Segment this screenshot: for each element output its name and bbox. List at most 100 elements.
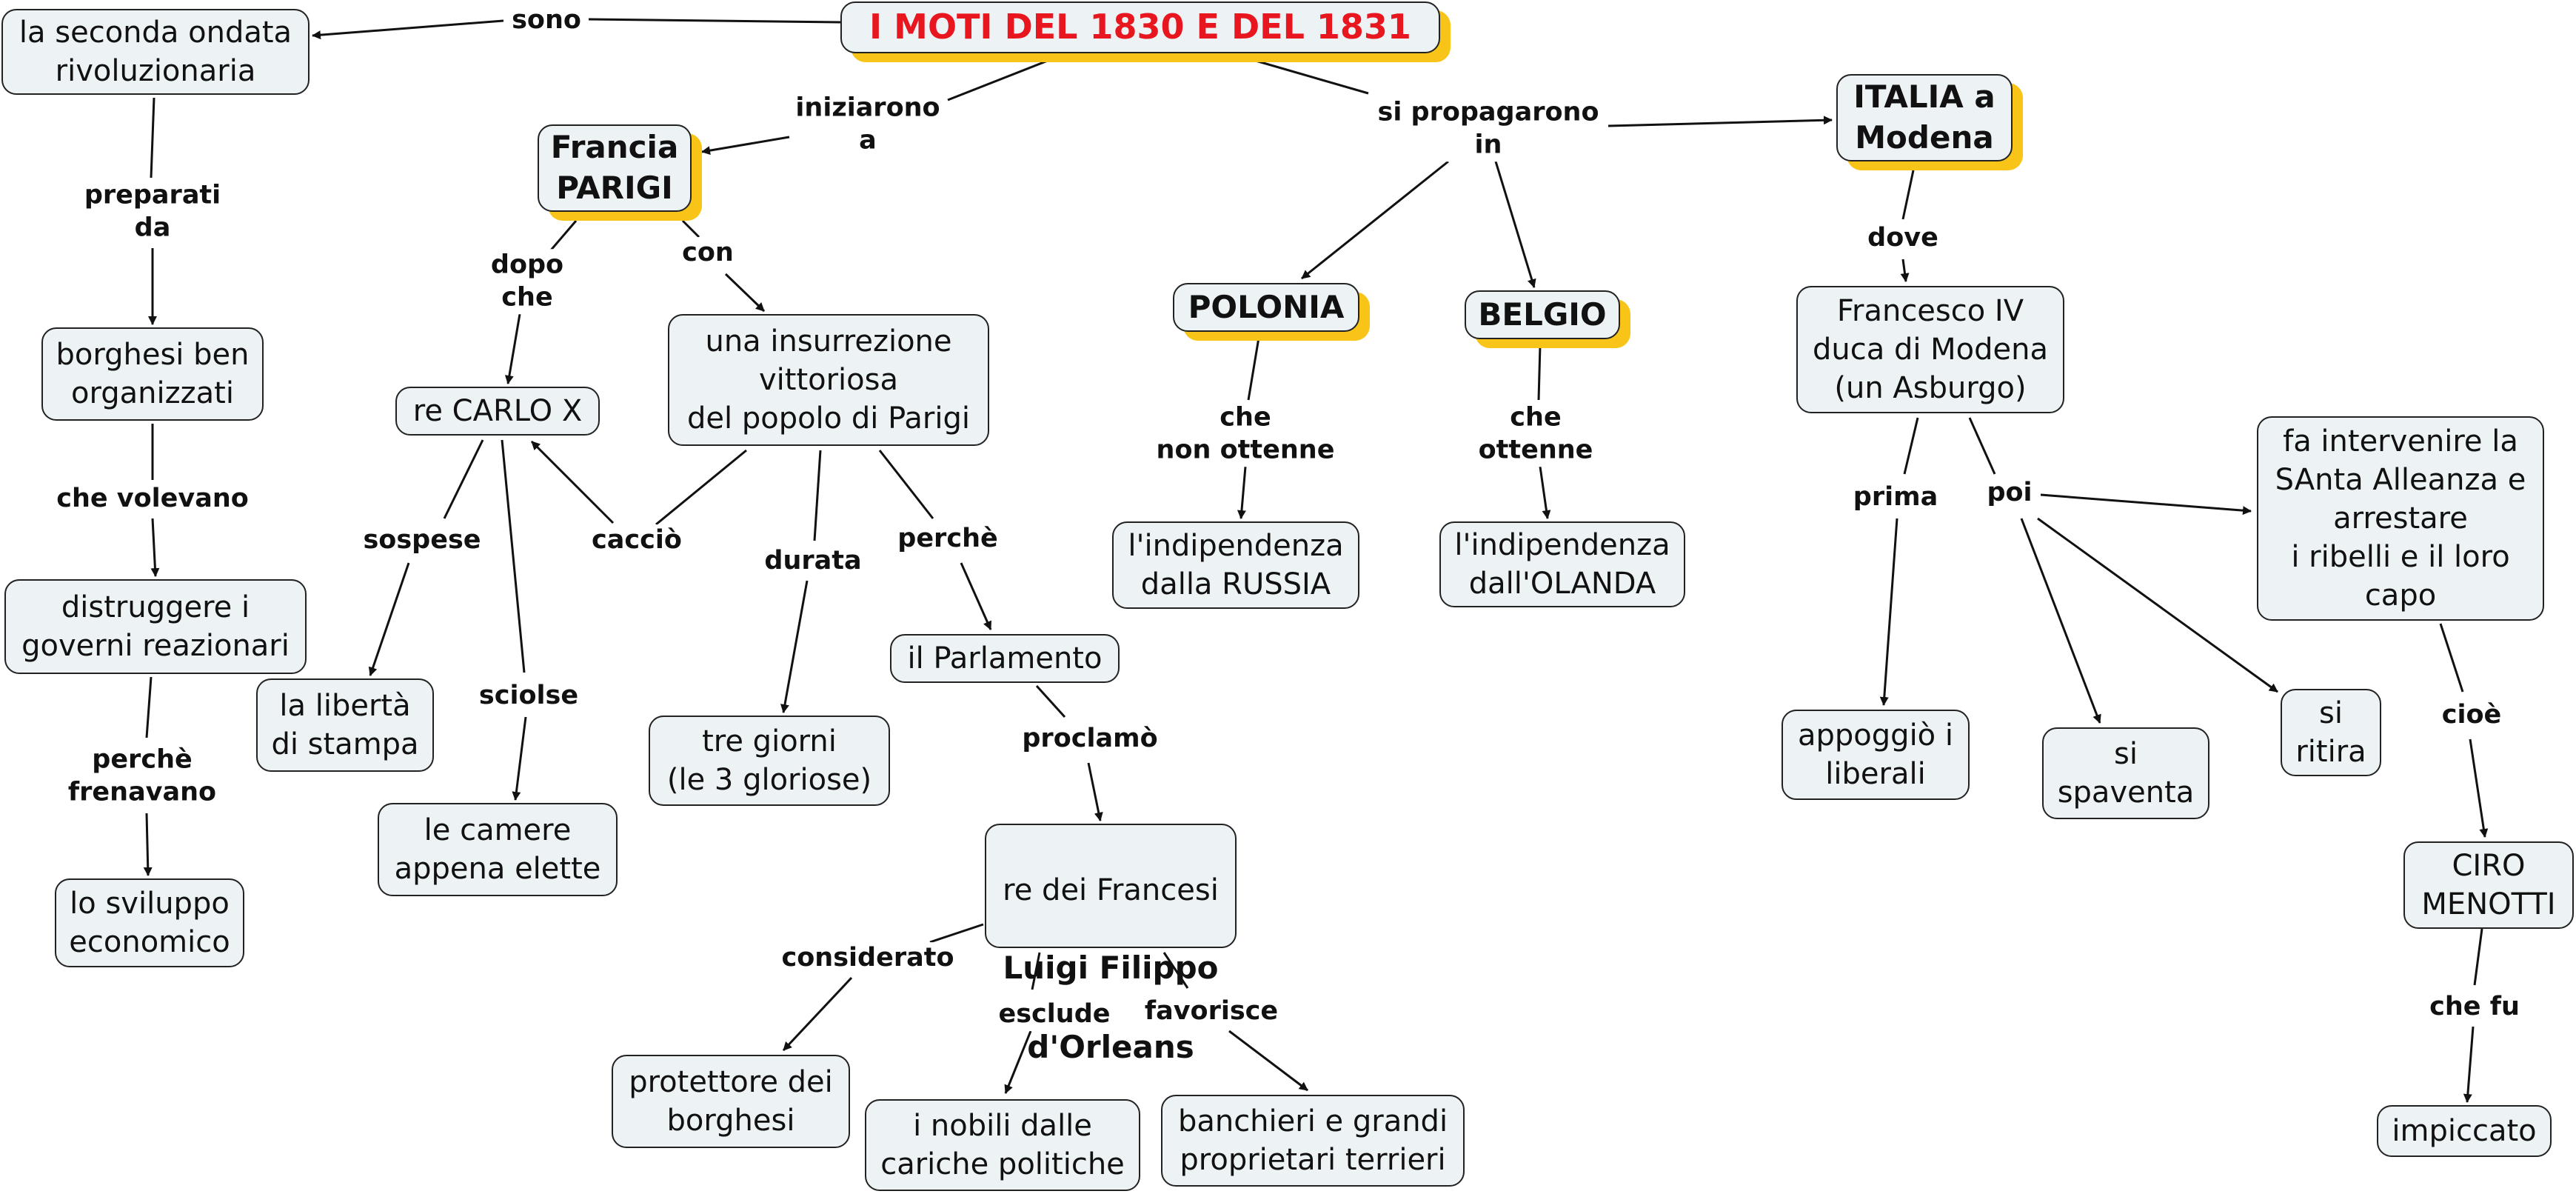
link-label-prima: prima [1850, 481, 1941, 514]
link-label-iniziarono: iniziarono a [792, 92, 943, 157]
connector-carlo-sospese [443, 439, 484, 519]
link-label-perche-frenavano: perchè frenavano [64, 744, 220, 809]
connector-title-sono [588, 18, 841, 24]
node-parlamento[interactable]: il Parlamento [890, 634, 1120, 683]
connector-francesco-poi [1968, 417, 1996, 475]
node-ciro-menotti[interactable]: CIRO MENOTTI [2403, 841, 2574, 929]
node-carlo-x[interactable]: re CARLO X [395, 387, 600, 436]
node-spaventa[interactable]: si spaventa [2042, 727, 2209, 819]
link-label-che-fu: che fu [2426, 991, 2523, 1024]
connector-con-insurrezione [724, 273, 766, 313]
link-label-caccio: cacciò [589, 524, 685, 557]
connector-insurrezione-caccio [655, 449, 747, 526]
connector-volevano-distruggere [150, 518, 160, 577]
link-label-si-propagarono: si propagarono in [1374, 96, 1602, 161]
connector-propagarono-belgio [1494, 161, 1536, 288]
connector-esclude-nobili [1004, 1030, 1032, 1094]
connector-propagarono-italia [1608, 116, 1833, 127]
node-borghesi[interactable]: borghesi ben organizzati [41, 327, 264, 421]
node-sviluppo[interactable]: lo sviluppo economico [55, 878, 244, 967]
connector-poi-santa [2040, 493, 2252, 516]
node-insurrezione[interactable]: una insurrezione vittoriosa del popolo d… [668, 314, 989, 446]
re-francesi-line3: d'Orleans [1027, 1028, 1194, 1065]
connector-francia-dopo [548, 220, 578, 253]
connector-insurrezione-perche [878, 450, 934, 519]
node-ritira[interactable]: si ritira [2281, 689, 2381, 776]
node-belgio[interactable]: BELGIO [1465, 290, 1620, 339]
node-francia-parigi[interactable]: Francia PARIGI [538, 124, 692, 212]
node-polonia[interactable]: POLONIA [1173, 283, 1359, 332]
connector-sciolse-camere [512, 716, 527, 801]
connector-belgio-che [1537, 344, 1542, 401]
node-distruggere[interactable]: distruggere i governi reazionari [4, 579, 307, 674]
connector-poi-spaventa [2020, 518, 2101, 724]
connector-carlo-sciolse [501, 439, 526, 673]
node-nobili[interactable]: i nobili dalle cariche politiche [865, 1099, 1140, 1191]
link-label-con: con [679, 237, 737, 270]
connector-propagarono-polonia [1301, 160, 1449, 280]
connector-ciro-chefu [2473, 928, 2483, 986]
connector-poi-ritira [2037, 517, 2278, 693]
connector-title-iniziarono [947, 56, 1056, 101]
connector-considerato-protettore [782, 976, 853, 1052]
node-olanda[interactable]: l'indipendenza dall'OLANDA [1439, 521, 1685, 607]
connector-cioe-ciro [2469, 738, 2489, 838]
node-seconda-ondata[interactable]: la seconda ondata rivoluzionaria [1, 9, 310, 95]
node-italia-modena[interactable]: ITALIA a Modena [1836, 74, 2013, 161]
connector-santa-cioe [2439, 623, 2464, 693]
connector-francesco-prima [1903, 417, 1919, 475]
link-label-perche: perchè [894, 523, 1001, 556]
node-santa-alleanza[interactable]: fa intervenire la SAnta Alleanza e arres… [2257, 416, 2544, 621]
node-impiccato[interactable]: impiccato [2377, 1105, 2552, 1157]
node-appoggio[interactable]: appoggiò i liberali [1782, 710, 1970, 800]
connector-insurrezione-durata [813, 450, 822, 541]
node-liberta-stampa[interactable]: la libertà di stampa [256, 678, 434, 772]
connector-dove-francesco [1900, 259, 1910, 282]
re-francesi-line1: re dei Francesi [1003, 873, 1219, 907]
connector-favorisce-banchieri [1228, 1030, 1308, 1092]
node-banchieri[interactable]: banchieri e grandi proprietari terrieri [1161, 1095, 1465, 1187]
link-label-esclude: esclude [995, 998, 1114, 1031]
node-re-francesi[interactable]: re dei Francesi Luigi Filippo d'Orleans [985, 824, 1237, 1065]
connector-title-propagarono [1245, 56, 1369, 95]
node-tre-giorni[interactable]: tre giorni (le 3 gloriose) [649, 716, 890, 806]
connector-parlamento-proclamo [1035, 684, 1066, 718]
connector-che-russia [1237, 466, 1247, 519]
connector-che-olanda [1539, 466, 1551, 519]
link-label-sospese: sospese [360, 524, 484, 557]
node-russia[interactable]: l'indipendenza dalla RUSSIA [1112, 521, 1359, 609]
link-label-favorisce: favorisce [1141, 995, 1282, 1028]
connector-italia-dove [1901, 170, 1915, 220]
link-label-durata: durata [761, 545, 865, 578]
connector-chefu-impiccato [2463, 1026, 2475, 1103]
connector-caccio-carlo [530, 440, 615, 524]
link-label-cioe: cioè [2438, 699, 2505, 732]
connector-durata-tre-giorni [780, 580, 809, 713]
connector-perche-parlamento [960, 562, 992, 630]
connector-distruggere-frenavano [145, 676, 153, 738]
link-label-sono: sono [509, 4, 584, 37]
connector-frenavano-sviluppo [143, 813, 153, 876]
link-label-che-ottenne: che ottenne [1475, 401, 1596, 467]
connector-francia-con [681, 219, 700, 239]
link-label-che-volevano: che volevano [53, 483, 252, 516]
connector-re-considerato [929, 923, 984, 944]
node-camere[interactable]: le camere appena elette [378, 803, 618, 896]
connector-sono-seconda-ondata [312, 19, 504, 40]
link-label-preparati: preparati da [81, 179, 224, 244]
connector-re-esclude [1031, 952, 1041, 990]
connector-prima-appoggio [1879, 518, 1898, 706]
link-label-dove: dove [1864, 222, 1941, 255]
connector-sospese-liberta [368, 562, 410, 676]
link-label-considerato: considerato [778, 942, 957, 975]
link-label-sciolse: sciolse [475, 680, 582, 713]
link-label-che-non-ottenne: che non ottenne [1153, 401, 1338, 467]
link-label-poi: poi [1984, 477, 2035, 510]
link-label-dopo-che: dopo che [487, 249, 567, 314]
re-francesi-line2: Luigi Filippo [1003, 950, 1219, 986]
connector-seconda-preparati [150, 97, 155, 179]
node-francesco-iv[interactable]: Francesco IV duca di Modena (un Asburgo) [1796, 286, 2064, 413]
node-protettore[interactable]: protettore dei borghesi [612, 1055, 850, 1148]
